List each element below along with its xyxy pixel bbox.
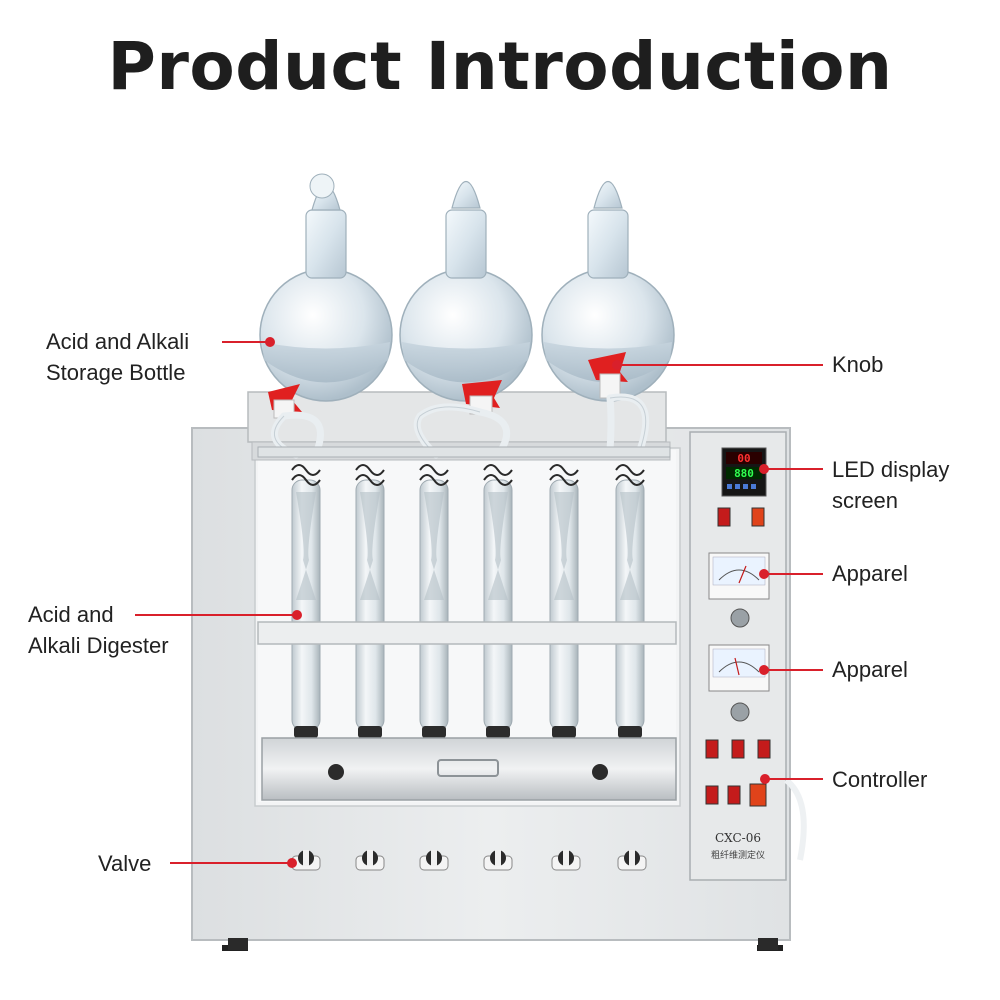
heating-tray	[261, 737, 677, 801]
callout-led-display-line1: LED display	[832, 457, 950, 482]
callout-controller: Controller	[832, 767, 928, 792]
dot-storage-bottle	[265, 337, 275, 347]
power-cord	[784, 777, 807, 861]
leader-digester	[135, 614, 297, 616]
led-bottom-readout: 880	[734, 467, 754, 480]
callout-valve: Valve	[98, 851, 152, 876]
callout-led-display-line2: screen	[832, 488, 899, 513]
callout-apparel-2: Apparel	[832, 657, 908, 682]
callout-storage-bottle-line1: Acid and Alkali	[46, 329, 190, 354]
drain-valves	[291, 850, 647, 871]
dot-apparel-1	[759, 569, 769, 579]
callout-storage-bottle-line2: Storage Bottle	[46, 360, 186, 385]
dot-apparel-2	[759, 665, 769, 675]
callout-digester: Acid and Alkali Digester	[28, 599, 169, 661]
storage-flask-1	[259, 173, 393, 402]
digestion-tubes	[291, 464, 645, 738]
callout-digester-line2: Alkali Digester	[28, 633, 169, 658]
leader-apparel-1	[764, 573, 823, 575]
leader-knob	[617, 364, 823, 366]
callout-digester-line1: Acid and	[28, 602, 114, 627]
page-title: Product Introduction	[107, 28, 893, 105]
model-subtitle: 粗纤维测定仪	[711, 849, 765, 861]
leader-storage-bottle	[222, 341, 270, 343]
leader-led-display	[764, 468, 823, 470]
leader-apparel-2	[764, 669, 823, 671]
dot-led-display	[759, 464, 769, 474]
leader-valve	[170, 862, 292, 864]
led-top-readout: 00	[737, 452, 750, 465]
dot-knob	[612, 360, 622, 370]
storage-flask-2	[399, 180, 533, 402]
dot-digester	[292, 610, 302, 620]
storage-flask-3	[541, 180, 675, 402]
dot-valve	[287, 858, 297, 868]
callout-apparel-1: Apparel	[832, 561, 908, 586]
callout-knob: Knob	[832, 352, 884, 377]
leader-controller	[766, 778, 823, 780]
model-number: CXC-06	[715, 831, 761, 845]
red-knobs	[268, 352, 628, 419]
condenser-rail	[257, 446, 671, 458]
callout-storage-bottle: Acid and Alkali Storage Bottle	[46, 326, 189, 388]
control-panel: 00 880 CXC-06 粗纤维测定仪	[689, 431, 787, 881]
dot-controller	[760, 774, 770, 784]
tube-shelf	[257, 621, 677, 645]
callout-led-display: LED display screen	[832, 454, 949, 516]
